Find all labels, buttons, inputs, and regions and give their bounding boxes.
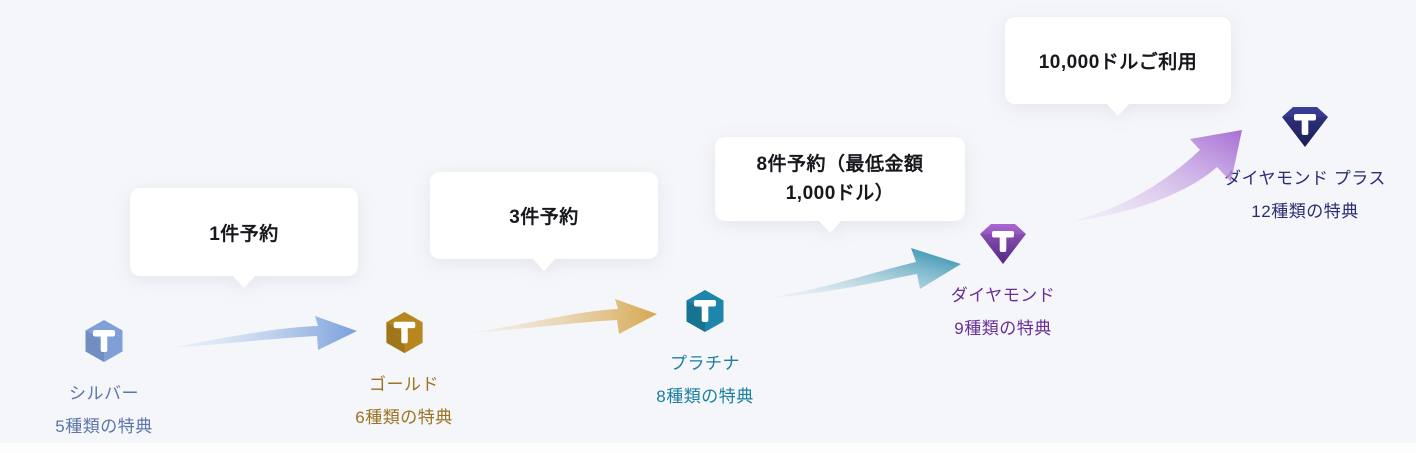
tier-benefits: 9種類の特典	[954, 319, 1052, 338]
tier-name: プラチナ	[670, 354, 740, 373]
requirement-bubble-3-bookings: 3件予約	[430, 172, 658, 271]
tier-benefits: 6種類の特典	[355, 408, 453, 427]
diamond-gem-badge-icon	[977, 221, 1029, 267]
tier-benefits: 8種類の特典	[656, 387, 754, 406]
bubble-text-line-2: 1,000ドル）	[785, 183, 895, 204]
arrow-gold-to-platinum	[468, 293, 660, 343]
tier-benefits: 5種類の特典	[55, 417, 153, 436]
tier-name: ゴールド	[369, 375, 439, 394]
tier-benefits: 12種類の特典	[1251, 202, 1359, 221]
requirement-bubble-1-booking: 1件予約	[130, 188, 358, 288]
diamond-plus-gem-badge-icon	[1279, 104, 1331, 150]
tier-name: ダイヤモンド	[950, 286, 1056, 305]
requirement-bubble-10000-dollar-spend: 10,000ドルご利用	[1005, 17, 1231, 116]
bubble-tail	[232, 275, 256, 288]
arrow-platinum-to-diamond	[766, 240, 964, 308]
gold-hexagon-badge-icon	[381, 309, 428, 356]
tier-platinum: プラチナ 8種類の特典	[595, 287, 815, 407]
page-bottom-edge	[0, 443, 1416, 453]
bubble-tail	[818, 220, 842, 233]
requirement-bubble-8-bookings-min-amount: 8件予約（最低金額 1,000ドル）	[715, 137, 965, 233]
bubble-text: 8件予約（最低金額 1,000ドル）	[756, 150, 923, 208]
tier-diamond-plus: ダイヤモンド プラス 12種類の特典	[1195, 104, 1415, 222]
arrow-diamond-to-diamond-plus	[1066, 118, 1248, 230]
tier-gold: ゴールド 6種類の特典	[294, 309, 514, 428]
tier-diamond: ダイヤモンド 9種類の特典	[893, 221, 1113, 339]
tier-silver: シルバー 5種類の特典	[0, 317, 214, 437]
bubble-text: 3件予約	[509, 207, 579, 228]
bubble-text: 10,000ドルご利用	[1038, 52, 1198, 73]
bubble-text: 1件予約	[209, 223, 279, 245]
bubble-text-line-1: 8件予約（最低金額	[756, 154, 924, 175]
bubble-tail	[1106, 103, 1130, 116]
tier-name: ダイヤモンド プラス	[1224, 169, 1386, 188]
silver-hexagon-badge-icon	[80, 317, 128, 365]
arrow-silver-to-gold	[166, 312, 360, 360]
platinum-hexagon-badge-icon	[681, 287, 729, 335]
bubble-tail	[532, 258, 556, 271]
tier-name: シルバー	[69, 384, 139, 403]
